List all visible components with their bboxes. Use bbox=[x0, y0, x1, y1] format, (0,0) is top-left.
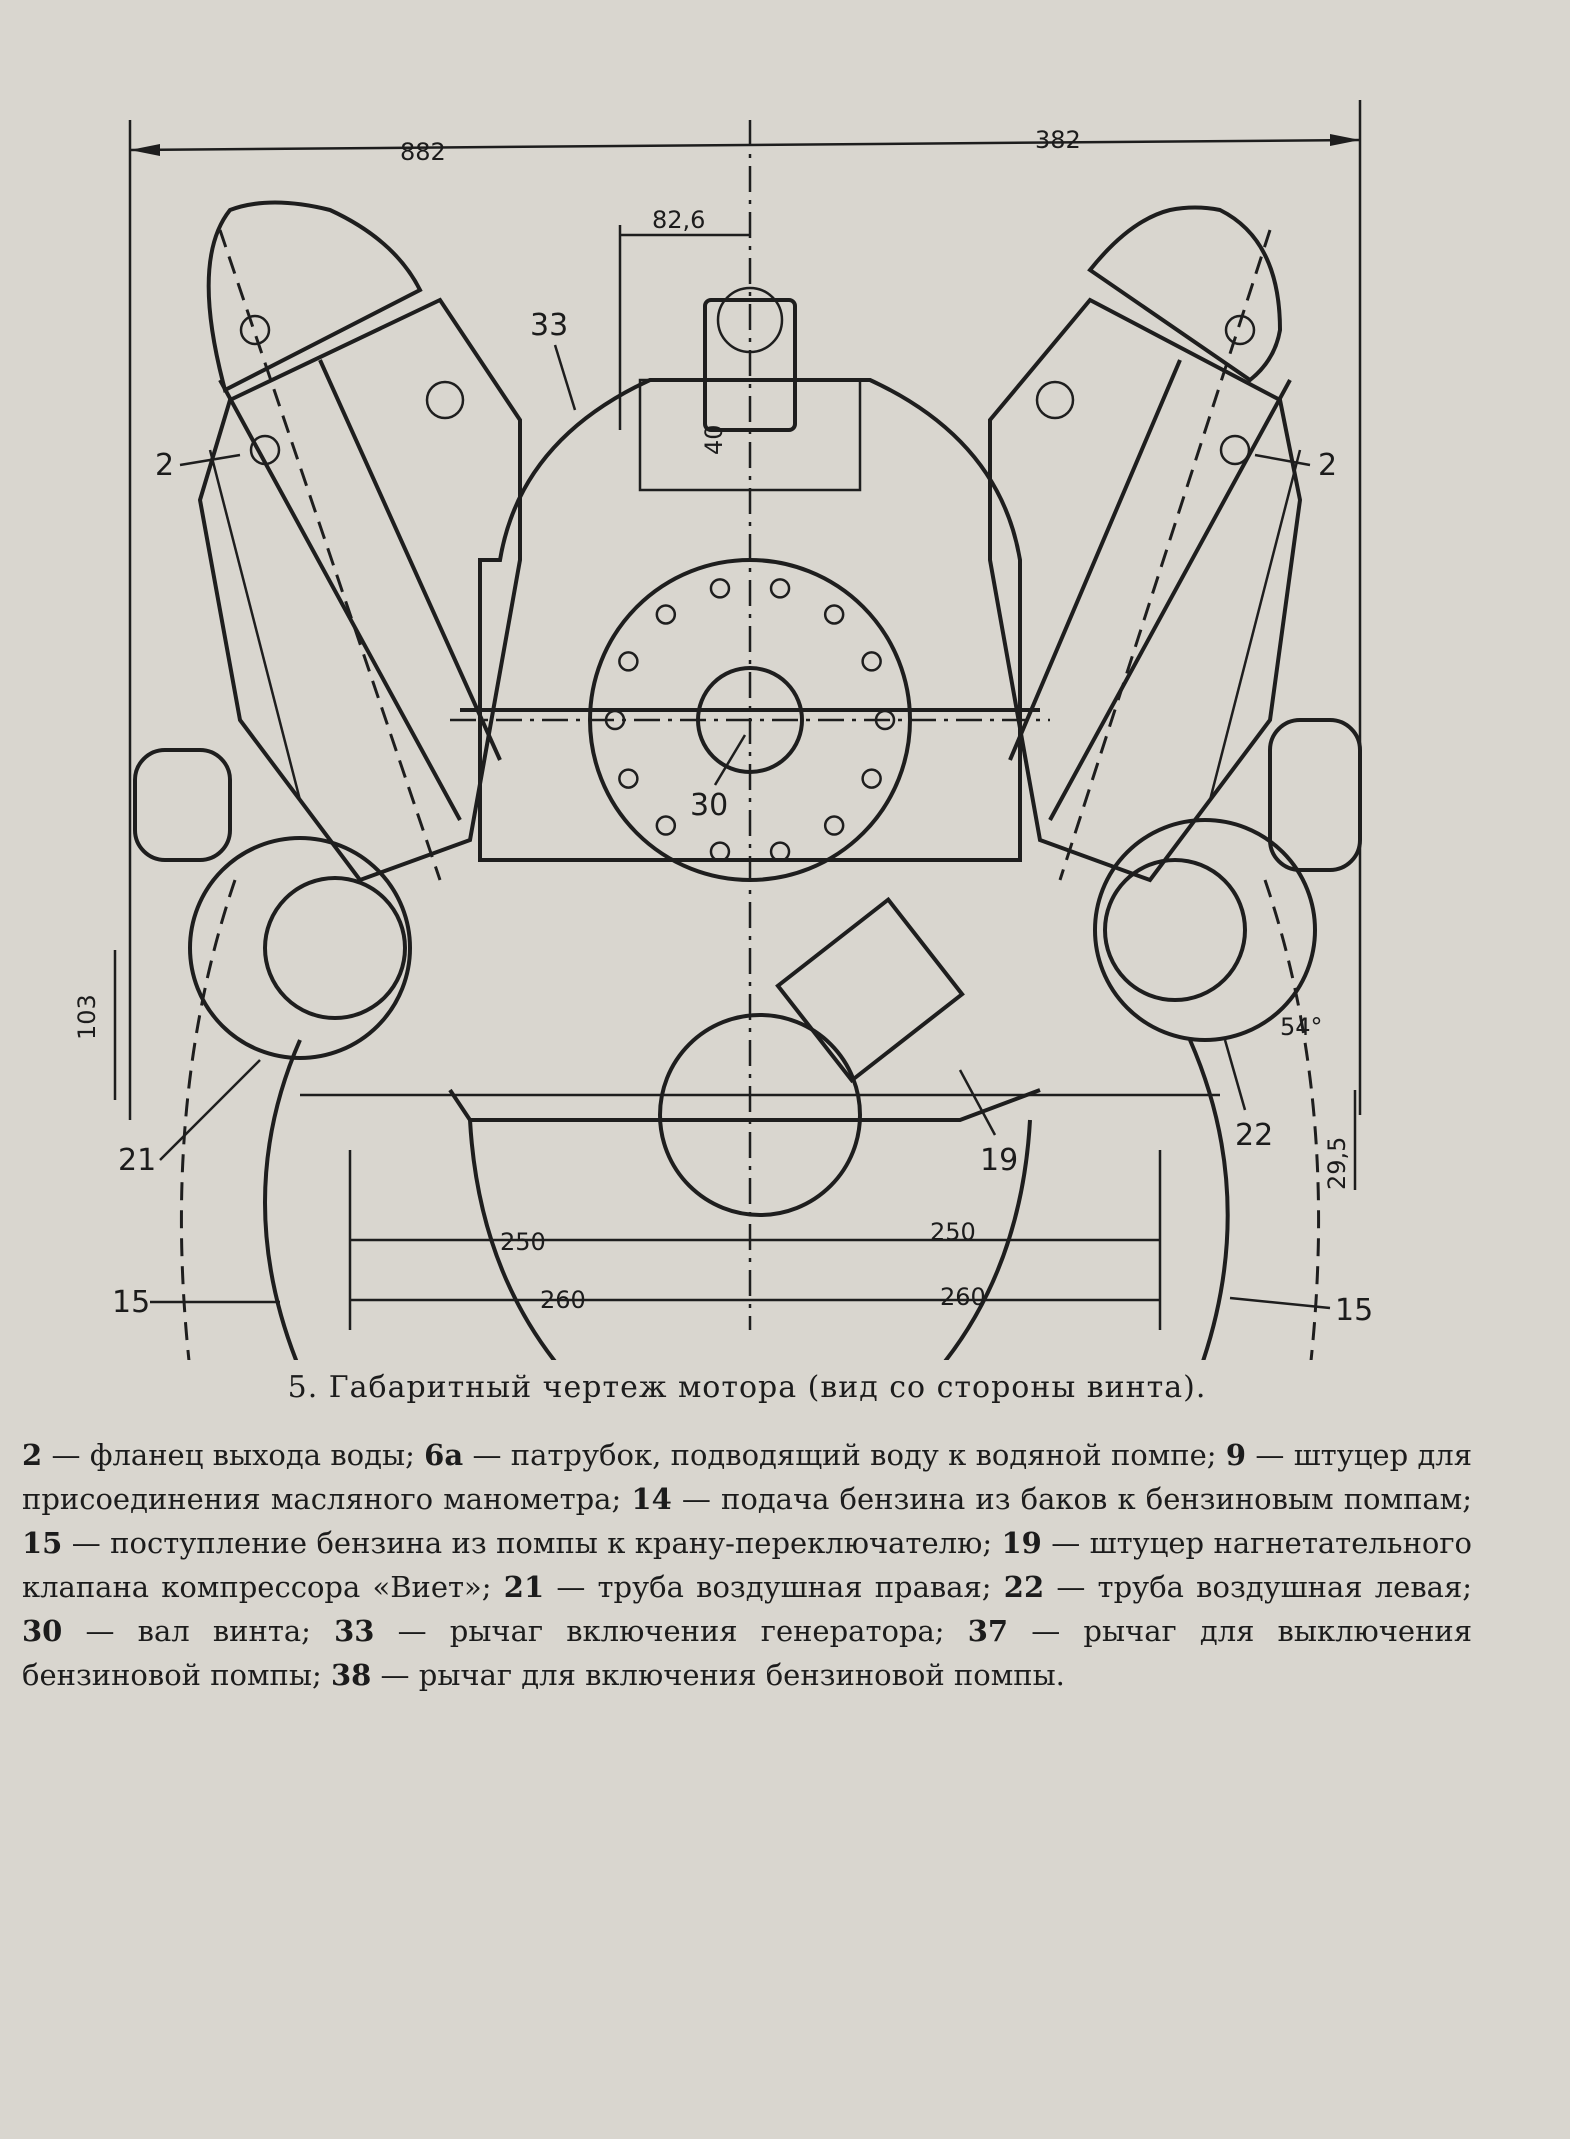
width-dimensions: 250 250 260 260 bbox=[348, 1150, 1162, 1330]
legend-item-text: труба воздушная левая; bbox=[1097, 1570, 1473, 1604]
fuel-pipe-right bbox=[1188, 1039, 1230, 1360]
legend-item: 6а — патрубок, подводящий воду к водяной… bbox=[424, 1438, 1217, 1472]
hub-bolt bbox=[655, 604, 677, 625]
hub-bolt bbox=[655, 815, 677, 836]
overall-width-dimension: 882 382 bbox=[128, 100, 1362, 1120]
legend-item: 9 — штуцер для присоединения масляного м… bbox=[22, 1438, 1473, 1516]
hub-bolt bbox=[604, 709, 626, 731]
side-dimensions: 103 29,5 54° 40 bbox=[73, 424, 1357, 1190]
hub-bolt-circle bbox=[604, 578, 896, 862]
hub-bolt bbox=[823, 604, 845, 625]
legend-item-number: 2 bbox=[22, 1438, 43, 1472]
legend-item-number: 9 bbox=[1225, 1438, 1247, 1472]
dim-low-left: 260 bbox=[540, 1286, 586, 1314]
hub-bolt bbox=[823, 815, 845, 836]
legend-item-text: штуцер нагнетательного клапана компрессо… bbox=[22, 1526, 1473, 1604]
legend-item: 33 — рычаг включения генератора; bbox=[334, 1614, 945, 1648]
legend-item: 14 — подача бензина из баков к бензиновы… bbox=[631, 1482, 1473, 1516]
fuel-line-right bbox=[1263, 879, 1321, 1360]
hub-bolt bbox=[618, 768, 639, 789]
callout-15-right: 15 bbox=[1335, 1293, 1373, 1328]
legend-item-text: вал винта; bbox=[137, 1614, 311, 1648]
dim-mid-left: 250 bbox=[500, 1228, 546, 1256]
legend-item-number: 14 bbox=[631, 1482, 672, 1516]
hub-bolt bbox=[874, 709, 896, 731]
engine-outline-drawing: 882 382 82,6 bbox=[73, 100, 1373, 1360]
legend-item-text: патрубок, подводящий воду к водяной помп… bbox=[510, 1438, 1217, 1472]
dim-top-right: 382 bbox=[1035, 126, 1081, 154]
crankcase bbox=[300, 896, 1220, 1360]
legend-item-text: труба воздушная правая; bbox=[597, 1570, 992, 1604]
fuel-pipe-left bbox=[263, 1039, 302, 1360]
legend-item-text: рычаг для выключения бензиновой помпы; bbox=[22, 1614, 1473, 1692]
legend-item: 38 — рычаг для включения бензиновой помп… bbox=[330, 1658, 1065, 1692]
dim-right-angle: 54° bbox=[1280, 1013, 1323, 1041]
callout-33: 33 bbox=[530, 308, 568, 343]
caption-block: 5. Габаритный чертеж мотора (вид со стор… bbox=[22, 1370, 1472, 1697]
legend-item-text: подача бензина из баков к бензиновым пом… bbox=[721, 1482, 1473, 1516]
legend-item-number: 38 bbox=[330, 1658, 372, 1692]
callout-19: 19 bbox=[980, 1143, 1018, 1178]
legend-item-number: 22 bbox=[1003, 1570, 1045, 1604]
legend-item-number: 37 bbox=[967, 1614, 1009, 1648]
legend-item: 30 — вал винта; bbox=[22, 1614, 311, 1648]
legend: 2 — фланец выхода воды; 6а — патрубок, п… bbox=[22, 1433, 1472, 1697]
legend-item-number: 30 bbox=[22, 1614, 63, 1648]
hub-bolt bbox=[769, 841, 791, 862]
hub-bolt bbox=[861, 651, 882, 672]
dim-boss-height: 40 bbox=[700, 424, 728, 455]
legend-item: 15 — поступление бензина из помпы к кран… bbox=[22, 1526, 993, 1560]
figure-caption: 5. Габаритный чертеж мотора (вид со стор… bbox=[287, 1370, 1207, 1405]
legend-item-number: 6а bbox=[424, 1438, 464, 1472]
dim-low-right: 260 bbox=[940, 1283, 986, 1311]
callouts: 2 2 33 30 21 22 19 15 15 bbox=[112, 308, 1373, 1328]
hub-bolt bbox=[618, 651, 639, 672]
hub-bolt bbox=[861, 768, 882, 789]
dim-top-left: 882 bbox=[400, 138, 446, 166]
dim-right-height: 29,5 bbox=[1323, 1137, 1351, 1190]
legend-item: 2 — фланец выхода воды; bbox=[22, 1438, 415, 1472]
legend-item: 21 — труба воздушная правая; bbox=[503, 1570, 992, 1604]
legend-item-text: рычаг для включения бензиновой помпы. bbox=[418, 1658, 1065, 1692]
hub-bolt bbox=[709, 578, 731, 599]
legend-item-number: 15 bbox=[22, 1526, 63, 1560]
legend-item-text: рычаг включения генератора; bbox=[449, 1614, 945, 1648]
legend-item: 19 — штуцер нагнетательного клапана комп… bbox=[22, 1526, 1473, 1604]
callout-2-left: 2 bbox=[155, 448, 174, 483]
legend-item-number: 21 bbox=[503, 1570, 545, 1604]
dim-hub-offset: 82,6 bbox=[652, 206, 705, 234]
dim-mid-right: 250 bbox=[930, 1218, 976, 1246]
right-cylinder-bank bbox=[988, 205, 1362, 1042]
legend-item-text: штуцер для присоединения масляного маном… bbox=[22, 1438, 1473, 1516]
callout-15-left: 15 bbox=[112, 1285, 150, 1320]
legend-item-number: 33 bbox=[334, 1614, 375, 1648]
fuel-line-left bbox=[179, 879, 237, 1360]
hub-bolt bbox=[709, 841, 731, 862]
dim-left-height: 103 bbox=[73, 994, 101, 1040]
legend-item-text: поступление бензина из помпы к крану-пер… bbox=[110, 1526, 993, 1560]
callout-2-right: 2 bbox=[1318, 448, 1337, 483]
legend-item-number: 19 bbox=[1001, 1526, 1042, 1560]
legend-item: 22 — труба воздушная левая; bbox=[1003, 1570, 1473, 1604]
left-cylinder-bank bbox=[133, 200, 522, 1060]
legend-item-text: фланец выхода воды; bbox=[89, 1438, 415, 1472]
callout-22: 22 bbox=[1235, 1118, 1273, 1153]
callout-30: 30 bbox=[690, 788, 728, 823]
legend-item: 37 — рычаг для выключения бензиновой пом… bbox=[22, 1614, 1473, 1692]
callout-21: 21 bbox=[118, 1143, 156, 1178]
hub-bolt bbox=[769, 578, 791, 599]
reduction-gear-housing bbox=[460, 286, 1040, 882]
